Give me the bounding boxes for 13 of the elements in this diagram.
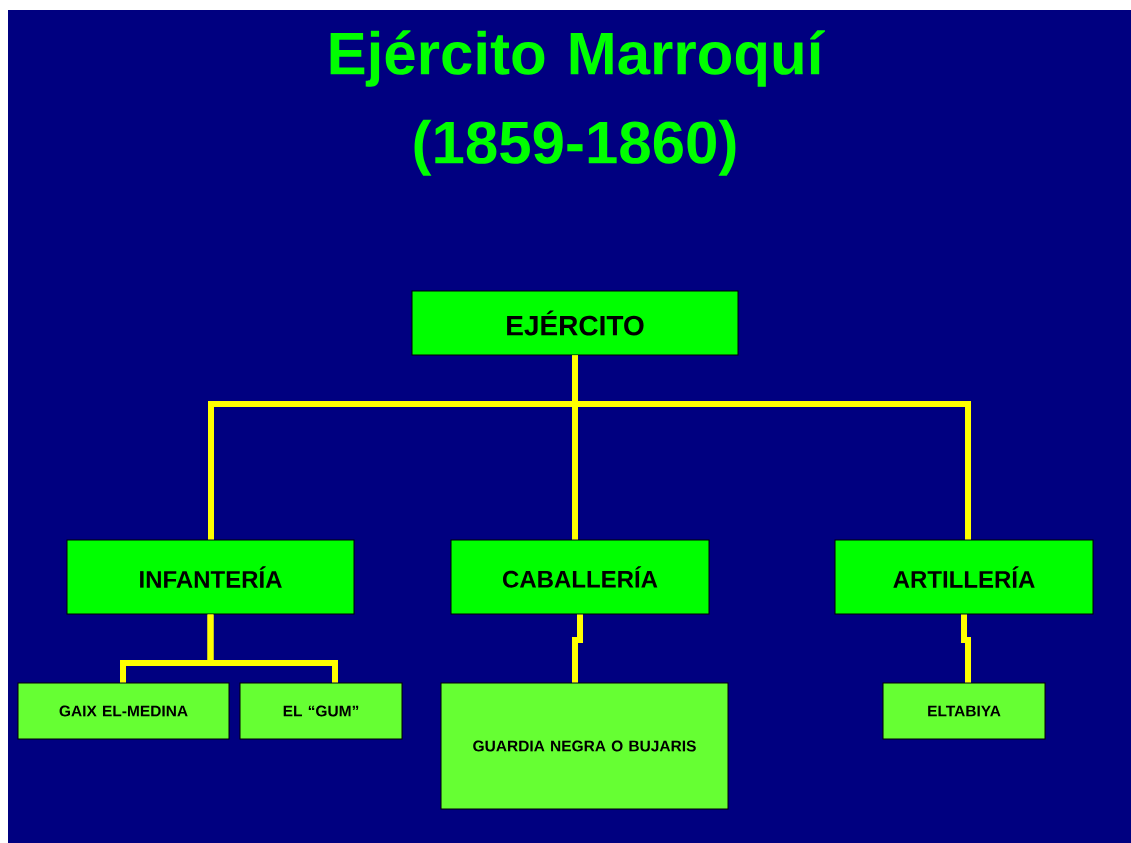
org-box: ARTILLERÍA [834,539,1094,615]
connector-line [961,614,971,683]
org-box: EL “GUM” [239,682,403,740]
connector-line [207,614,338,683]
org-box: CABALLERÍA [450,539,710,615]
connector-line [572,614,583,683]
title: Ejército Marroquí (1859-1860) [330,30,825,176]
org-box: INFANTERÍA [66,539,355,615]
org-box: GUARDIA NEGRA O BUJARIS [440,682,729,810]
org-box: GAIX EL-MEDINA [17,682,230,740]
connector-line [572,355,971,540]
org-box: ELTABIYA [882,682,1046,740]
org-box: EJÉRCITO [411,290,739,356]
